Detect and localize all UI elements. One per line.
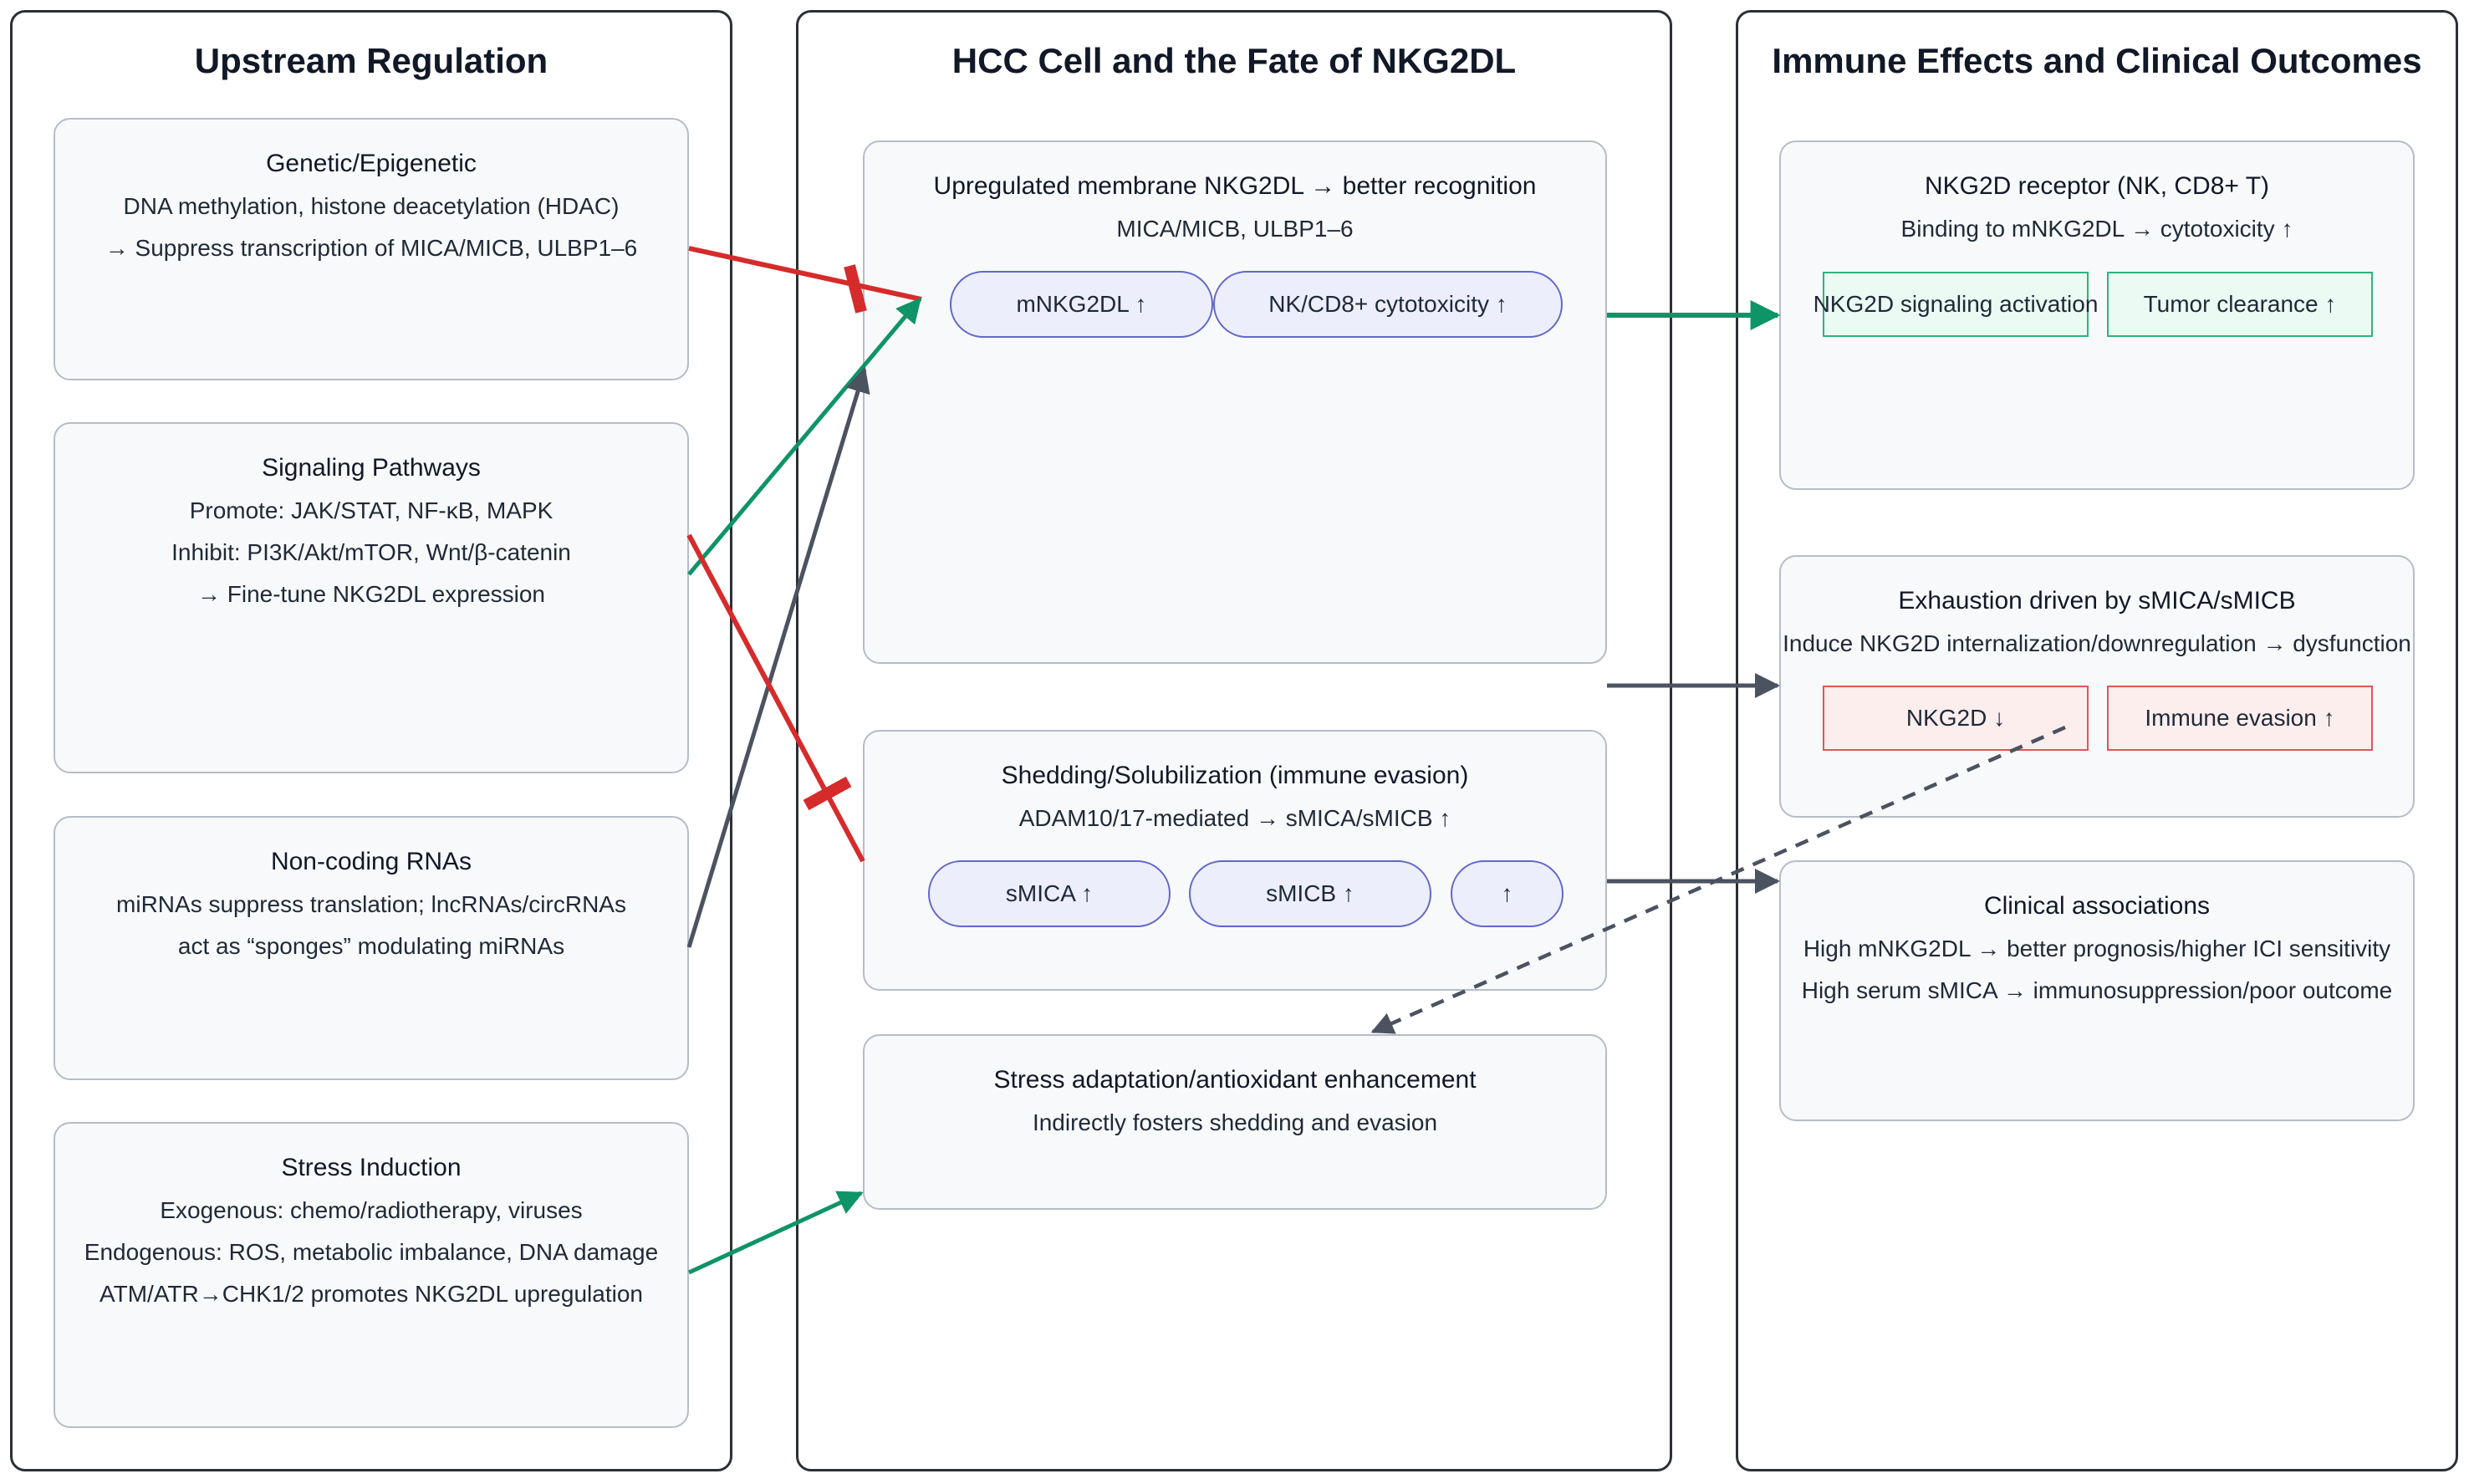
signaling-pathways-line-3: → Fine-tune NKG2DL expression xyxy=(196,581,546,607)
stress-induction-line-2: Endogenous: ROS, metabolic imbalance, DN… xyxy=(84,1239,659,1265)
stress-adaptation-subtitle: Indirectly fosters shedding and evasion xyxy=(1032,1109,1438,1135)
stress-induction-line-1: Exogenous: chemo/radiotherapy, viruses xyxy=(160,1197,583,1223)
edge-stress-promote xyxy=(687,1191,864,1275)
edge-exhaustion-dashed xyxy=(1370,725,2066,1034)
stress-adaptation-box: Stress adaptation/antioxidant enhancemen… xyxy=(863,1034,1607,1210)
smica-pill: sMICA ↑ xyxy=(928,860,1171,927)
stress-adaptation-title: Stress adaptation/antioxidant enhancemen… xyxy=(993,1066,1477,1094)
edge-signaling-inhibit xyxy=(686,533,865,863)
upregulated-nkg2dl-box: Upregulated membrane NKG2DL → better rec… xyxy=(863,140,1607,664)
genetic-epigenetic-title: Genetic/Epigenetic xyxy=(266,150,477,177)
upregulated-nkg2dl-title: Upregulated membrane NKG2DL → better rec… xyxy=(933,172,1537,200)
genetic-epigenetic-line-1: DNA methylation, histone deacetylation (… xyxy=(123,193,620,219)
clinical-associations-title: Clinical associations xyxy=(1983,892,2211,920)
genetic-epigenetic-line-2: → Suppress transcription of MICA/MICB, U… xyxy=(105,235,638,261)
shedding-subtitle: ADAM10/17-mediated → sMICA/sMICB ↑ xyxy=(1018,805,1451,831)
noncoding-rnas-line-2: act as “sponges” modulating miRNAs xyxy=(177,933,565,959)
edge-genetic-inhibit-bar xyxy=(844,264,867,314)
tumor-clearance-tag: Tumor clearance ↑ xyxy=(2107,272,2373,337)
immune-panel-title: Immune Effects and Clinical Outcomes xyxy=(1772,41,2422,80)
upregulated-nkg2dl-subtitle: MICA/MICB, ULBP1–6 xyxy=(1116,216,1354,242)
hcc-panel-title: HCC Cell and the Fate of NKG2DL xyxy=(951,41,1517,80)
exhaustion-title: Exhaustion driven by sMICA/sMICB xyxy=(1898,587,2296,615)
clinical-associations-line-2: High serum sMICA → immunosuppression/poo… xyxy=(1801,977,2393,1003)
smicb-pill: sMICB ↑ xyxy=(1189,860,1431,927)
signaling-pathways-box: Signaling Pathways Promote: JAK/STAT, NF… xyxy=(54,422,689,773)
edge-signaling-promote xyxy=(687,297,921,576)
nkg2d-receptor-subtitle: Binding to mNKG2DL → cytotoxicity ↑ xyxy=(1900,216,2293,242)
noncoding-rnas-title: Non-coding RNAs xyxy=(270,848,472,875)
exhaustion-subtitle: Induce NKG2D internalization/downregulat… xyxy=(1783,630,2411,656)
signaling-pathways-title: Signaling Pathways xyxy=(262,454,481,482)
noncoding-rnas-box: Non-coding RNAs miRNAs suppress translat… xyxy=(54,816,689,1080)
cytotoxicity-pill: NK/CD8+ cytotoxicity ↑ xyxy=(1213,271,1563,338)
edge-noncoding-neutral xyxy=(686,367,870,948)
upstream-panel-title: Upstream Regulation xyxy=(194,41,548,80)
clinical-associations-box: Clinical associations High mNKG2DL → bet… xyxy=(1779,860,2415,1121)
stress-induction-title: Stress Induction xyxy=(281,1154,462,1181)
signaling-pathways-line-1: Promote: JAK/STAT, NF-κB, MAPK xyxy=(189,497,553,523)
edge-signaling-inhibit-bar xyxy=(803,776,852,811)
edge-genetic-inhibit xyxy=(688,246,922,302)
stress-induction-box: Stress Induction Exogenous: chemo/radiot… xyxy=(54,1122,689,1428)
clinical-associations-line-1: High mNKG2DL → better prognosis/higher I… xyxy=(1803,936,2391,961)
nkg2d-signaling-tag: NKG2D signaling activation xyxy=(1813,272,2098,337)
nkg2d-receptor-title: NKG2D receptor (NK, CD8+ T) xyxy=(1924,172,2270,200)
noncoding-rnas-line-1: miRNAs suppress translation; lncRNAs/cir… xyxy=(116,891,626,917)
extra-up-pill: ↑ xyxy=(1451,860,1564,927)
shedding-title: Shedding/Solubilization (immune evasion) xyxy=(1001,762,1469,789)
nkg2d-down-tag: NKG2D ↓ xyxy=(1823,686,2089,751)
genetic-epigenetic-box: Genetic/Epigenetic DNA methylation, hist… xyxy=(54,118,689,380)
immune-evasion-tag: Immune evasion ↑ xyxy=(2107,686,2373,751)
mnkg2dl-pill: mNKG2DL ↑ xyxy=(950,271,1213,338)
stress-induction-line-3: ATM/ATR→CHK1/2 promotes NKG2DL upregulat… xyxy=(99,1281,643,1307)
signaling-pathways-line-2: Inhibit: PI3K/Akt/mTOR, Wnt/β-catenin xyxy=(171,539,571,565)
